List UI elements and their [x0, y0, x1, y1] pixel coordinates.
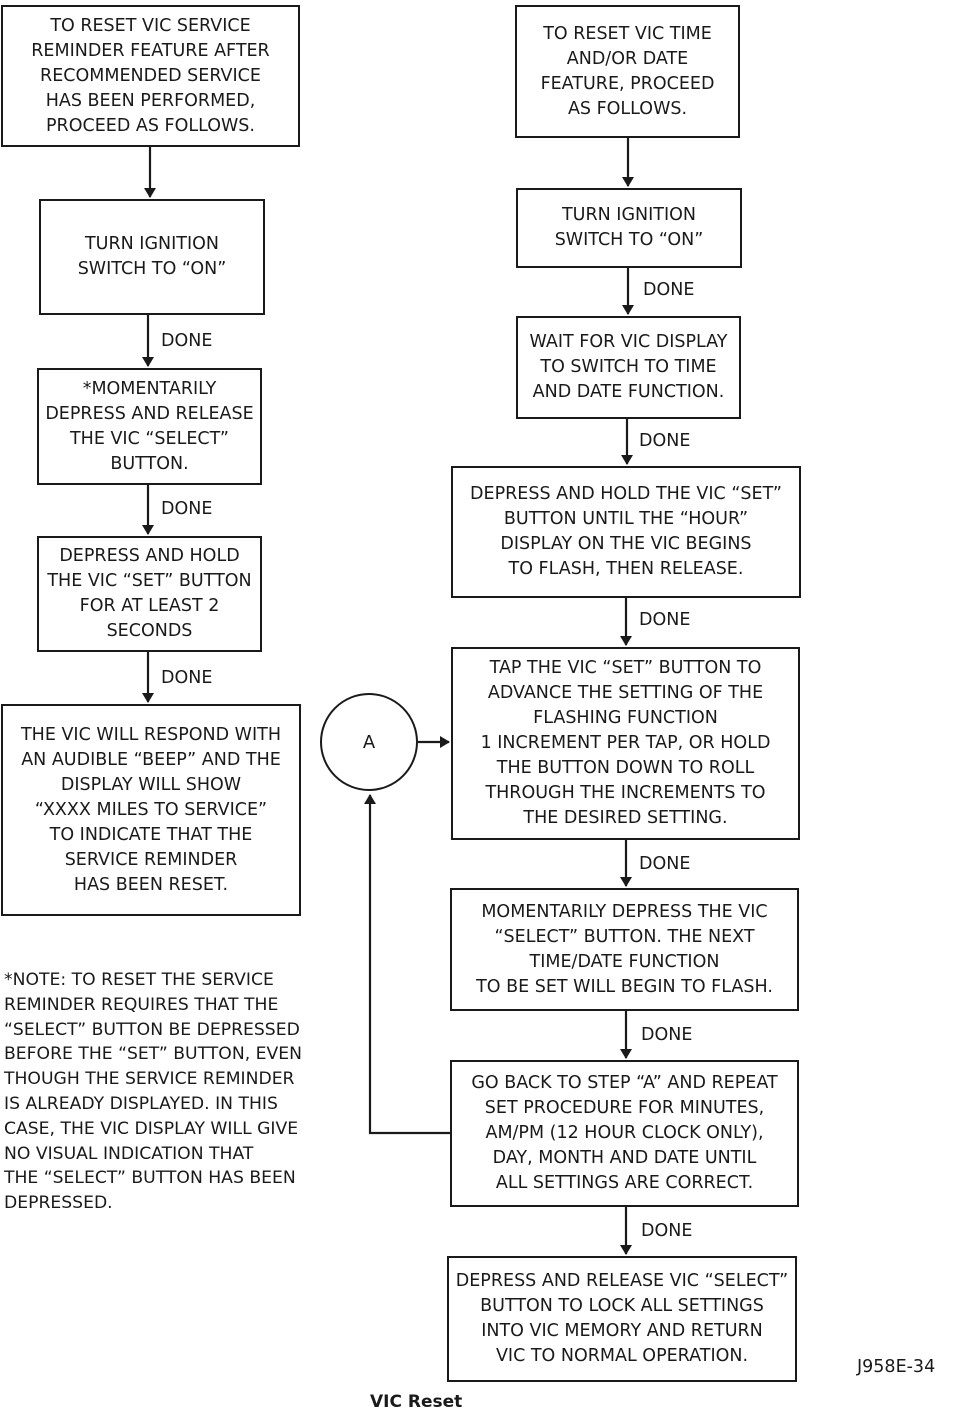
right-start-box: TO RESET VIC TIME AND/OR DATE FEATURE, P… — [515, 5, 740, 138]
right-go-back-text: GO BACK TO STEP “A” AND REPEAT SET PROCE… — [471, 1073, 778, 1193]
right-ignition-text: TURN IGNITION SWITCH TO “ON” — [554, 205, 704, 250]
left-ignition-text: TURN IGNITION SWITCH TO “ON” — [77, 234, 227, 279]
done-label: DONE — [639, 854, 691, 874]
left-result-text: THE VIC WILL RESPOND WITH AN AUDIBLE “BE… — [20, 724, 281, 895]
connector-a-label: A — [362, 731, 376, 753]
right-wait-box: WAIT FOR VIC DISPLAY TO SWITCH TO TIME A… — [516, 316, 741, 419]
done-label: DONE — [641, 1025, 693, 1045]
right-select-next-box: MOMENTARILY DEPRESS THE VIC “SELECT” BUT… — [450, 888, 799, 1011]
left-result-box: THE VIC WILL RESPOND WITH AN AUDIBLE “BE… — [1, 704, 301, 916]
service-reminder-note: *NOTE: TO RESET THE SERVICE REMINDER REQ… — [4, 970, 302, 1214]
right-go-back-box: GO BACK TO STEP “A” AND REPEAT SET PROCE… — [450, 1060, 799, 1207]
right-start-text: TO RESET VIC TIME AND/OR DATE FEATURE, P… — [540, 23, 715, 119]
figure-id: J958E-34 — [857, 1357, 936, 1377]
loop-back-arrow — [364, 794, 450, 1135]
right-tap-set-box: TAP THE VIC “SET” BUTTON TO ADVANCE THE … — [451, 647, 800, 840]
done-label: DONE — [643, 280, 695, 300]
done-label: DONE — [161, 668, 213, 688]
left-select-text: *MOMENTARILY DEPRESS AND RELEASE THE VIC… — [45, 378, 254, 474]
right-lock-settings-box: DEPRESS AND RELEASE VIC “SELECT” BUTTON … — [447, 1256, 797, 1382]
figure-caption: VIC Reset — [370, 1392, 463, 1412]
left-start-box: TO RESET VIC SERVICE REMINDER FEATURE AF… — [1, 5, 300, 147]
done-label: DONE — [641, 1221, 693, 1241]
done-label: DONE — [639, 431, 691, 451]
right-select-next-text: MOMENTARILY DEPRESS THE VIC “SELECT” BUT… — [476, 901, 773, 997]
right-hold-set-box: DEPRESS AND HOLD THE VIC “SET” BUTTON UN… — [451, 466, 801, 598]
left-ignition-box: TURN IGNITION SWITCH TO “ON” — [39, 199, 265, 315]
connector-a-circle: A — [320, 693, 418, 791]
right-ignition-box: TURN IGNITION SWITCH TO “ON” — [516, 188, 742, 268]
left-set-text: DEPRESS AND HOLD THE VIC “SET” BUTTON FO… — [47, 546, 252, 641]
right-lock-settings-text: DEPRESS AND RELEASE VIC “SELECT” BUTTON … — [455, 1271, 789, 1366]
right-hold-set-text: DEPRESS AND HOLD THE VIC “SET” BUTTON UN… — [470, 484, 782, 579]
done-label: DONE — [161, 499, 213, 519]
done-label: DONE — [639, 610, 691, 630]
left-set-box: DEPRESS AND HOLD THE VIC “SET” BUTTON FO… — [37, 536, 262, 652]
done-label: DONE — [161, 331, 213, 351]
left-select-box: *MOMENTARILY DEPRESS AND RELEASE THE VIC… — [37, 368, 262, 485]
right-wait-text: WAIT FOR VIC DISPLAY TO SWITCH TO TIME A… — [529, 332, 728, 402]
left-start-text: TO RESET VIC SERVICE REMINDER FEATURE AF… — [31, 15, 270, 136]
right-tap-set-text: TAP THE VIC “SET” BUTTON TO ADVANCE THE … — [480, 658, 771, 828]
